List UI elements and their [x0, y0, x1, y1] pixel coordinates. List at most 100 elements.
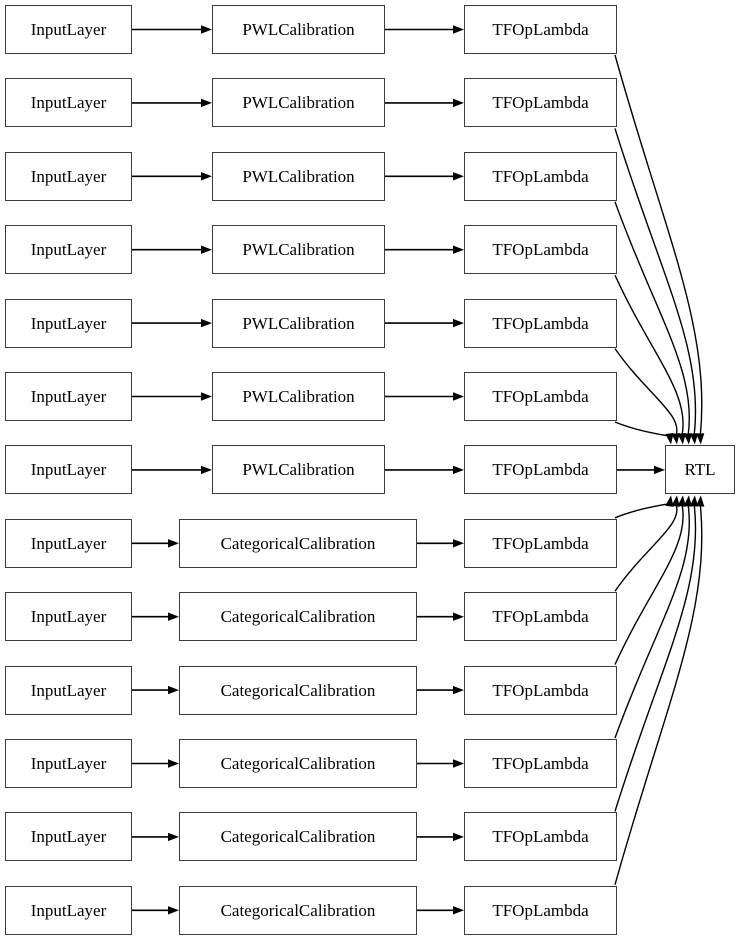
node-input-layer-3[interactable]: InputLayer — [5, 225, 132, 275]
node-tf-op-lambda-6[interactable]: TFOpLambda — [464, 445, 617, 495]
node-pwl-calibration-6[interactable]: PWLCalibration — [212, 445, 385, 495]
node-label: InputLayer — [30, 166, 107, 186]
edge-lambda-to-rtl-1 — [614, 128, 699, 445]
node-label: InputLayer — [30, 460, 107, 480]
node-label: TFOpLambda — [492, 387, 589, 406]
node-pwl-calibration-5[interactable]: PWLCalibration — [212, 372, 385, 421]
edge-input-to-calibration-0 — [132, 25, 212, 34]
node-label: InputLayer — [30, 240, 107, 260]
edge-calibration-to-lambda-6 — [385, 465, 464, 475]
edge-calibration-to-lambda-9 — [417, 685, 464, 695]
node-tf-op-lambda-0[interactable]: TFOpLambda — [464, 5, 617, 54]
node-label: InputLayer — [30, 607, 107, 627]
node-label: InputLayer — [30, 680, 107, 700]
node-tf-op-lambda-10[interactable]: TFOpLambda — [464, 739, 617, 788]
node-input-layer-12[interactable]: InputLayer — [5, 885, 132, 935]
edge-input-to-calibration-3 — [132, 245, 212, 254]
node-label: TFOpLambda — [492, 607, 589, 627]
edge-input-to-calibration-4 — [132, 318, 212, 328]
node-input-layer-7[interactable]: InputLayer — [5, 518, 132, 568]
node-input-layer-2[interactable]: InputLayer — [5, 151, 132, 201]
edge-calibration-to-lambda-5 — [385, 392, 464, 401]
edge-input-to-calibration-1 — [132, 98, 212, 108]
node-categorical-calibration-12[interactable]: CategoricalCalibration — [179, 885, 417, 935]
node-input-layer-11[interactable]: InputLayer — [5, 812, 132, 862]
edge-input-to-calibration-11 — [132, 832, 179, 842]
node-pwl-calibration-1[interactable]: PWLCalibration — [212, 78, 385, 128]
node-categorical-calibration-9[interactable]: CategoricalCalibration — [179, 665, 417, 715]
node-label: PWLCalibration — [242, 387, 355, 406]
node-label: TFOpLambda — [492, 900, 589, 920]
edge-lambda-to-rtl-10 — [614, 495, 693, 739]
node-label: CategoricalCalibration — [220, 607, 376, 627]
edge-input-to-calibration-7 — [132, 539, 179, 548]
node-input-layer-8[interactable]: InputLayer — [5, 592, 132, 642]
node-input-layer-4[interactable]: InputLayer — [5, 298, 132, 348]
node-tf-op-lambda-3[interactable]: TFOpLambda — [464, 225, 617, 275]
node-input-layer-5[interactable]: InputLayer — [5, 372, 132, 421]
node-input-layer-1[interactable]: InputLayer — [5, 78, 132, 128]
node-label: InputLayer — [30, 754, 107, 773]
node-tf-op-lambda-11[interactable]: TFOpLambda — [464, 812, 617, 862]
edge-input-to-calibration-12 — [132, 906, 179, 915]
node-categorical-calibration-7[interactable]: CategoricalCalibration — [179, 518, 417, 568]
node-label: TFOpLambda — [492, 533, 589, 553]
edge-calibration-to-lambda-0 — [385, 25, 464, 34]
node-label: TFOpLambda — [492, 166, 589, 186]
node-label: CategoricalCalibration — [220, 680, 376, 700]
node-categorical-calibration-8[interactable]: CategoricalCalibration — [179, 592, 417, 642]
edge-input-to-calibration-2 — [132, 172, 212, 181]
node-label: PWLCalibration — [242, 166, 355, 186]
node-label: PWLCalibration — [242, 460, 355, 480]
node-label: InputLayer — [30, 533, 107, 553]
edge-lambda-to-rtl-6 — [617, 465, 665, 475]
node-label: InputLayer — [30, 900, 107, 920]
node-label: PWLCalibration — [242, 93, 355, 113]
node-label: TFOpLambda — [492, 20, 589, 39]
node-pwl-calibration-0[interactable]: PWLCalibration — [212, 5, 385, 54]
edge-lambda-to-rtl-9 — [614, 495, 686, 665]
node-input-layer-9[interactable]: InputLayer — [5, 665, 132, 715]
node-pwl-calibration-2[interactable]: PWLCalibration — [212, 151, 385, 201]
node-label: CategoricalCalibration — [220, 900, 376, 920]
edge-input-to-calibration-10 — [132, 759, 179, 768]
node-rtl[interactable]: RTL — [665, 445, 735, 495]
node-tf-op-lambda-1[interactable]: TFOpLambda — [464, 78, 617, 128]
node-tf-op-lambda-9[interactable]: TFOpLambda — [464, 665, 617, 715]
node-label: TFOpLambda — [492, 754, 589, 773]
edge-calibration-to-lambda-1 — [385, 98, 464, 108]
edge-lambda-to-rtl-3 — [614, 274, 686, 445]
node-label: InputLayer — [30, 387, 107, 406]
node-tf-op-lambda-2[interactable]: TFOpLambda — [464, 151, 617, 201]
node-categorical-calibration-10[interactable]: CategoricalCalibration — [179, 739, 417, 788]
node-tf-op-lambda-12[interactable]: TFOpLambda — [464, 885, 617, 935]
node-label: TFOpLambda — [492, 93, 589, 113]
node-label: PWLCalibration — [242, 240, 355, 260]
node-input-layer-6[interactable]: InputLayer — [5, 445, 132, 495]
node-input-layer-10[interactable]: InputLayer — [5, 739, 132, 788]
edge-lambda-to-rtl-5 — [614, 421, 674, 445]
node-tf-op-lambda-4[interactable]: TFOpLambda — [464, 298, 617, 348]
node-pwl-calibration-3[interactable]: PWLCalibration — [212, 225, 385, 275]
node-tf-op-lambda-5[interactable]: TFOpLambda — [464, 372, 617, 421]
edge-lambda-to-rtl-11 — [614, 495, 699, 812]
edge-calibration-to-lambda-12 — [417, 906, 464, 915]
node-tf-op-lambda-8[interactable]: TFOpLambda — [464, 592, 617, 642]
edge-input-to-calibration-6 — [132, 465, 212, 475]
edge-lambda-to-rtl-8 — [614, 495, 680, 592]
edge-lambda-to-rtl-0 — [614, 54, 705, 445]
edge-calibration-to-lambda-8 — [417, 612, 464, 621]
node-label: PWLCalibration — [242, 20, 355, 39]
node-input-layer-0[interactable]: InputLayer — [5, 5, 132, 54]
edge-input-to-calibration-5 — [132, 392, 212, 401]
edge-calibration-to-lambda-10 — [417, 759, 464, 768]
edge-lambda-to-rtl-4 — [614, 348, 680, 445]
node-tf-op-lambda-7[interactable]: TFOpLambda — [464, 518, 617, 568]
node-label: CategoricalCalibration — [220, 754, 376, 773]
node-label: TFOpLambda — [492, 827, 589, 847]
node-label: InputLayer — [30, 93, 107, 113]
edge-calibration-to-lambda-4 — [385, 318, 464, 328]
node-categorical-calibration-11[interactable]: CategoricalCalibration — [179, 812, 417, 862]
node-pwl-calibration-4[interactable]: PWLCalibration — [212, 298, 385, 348]
